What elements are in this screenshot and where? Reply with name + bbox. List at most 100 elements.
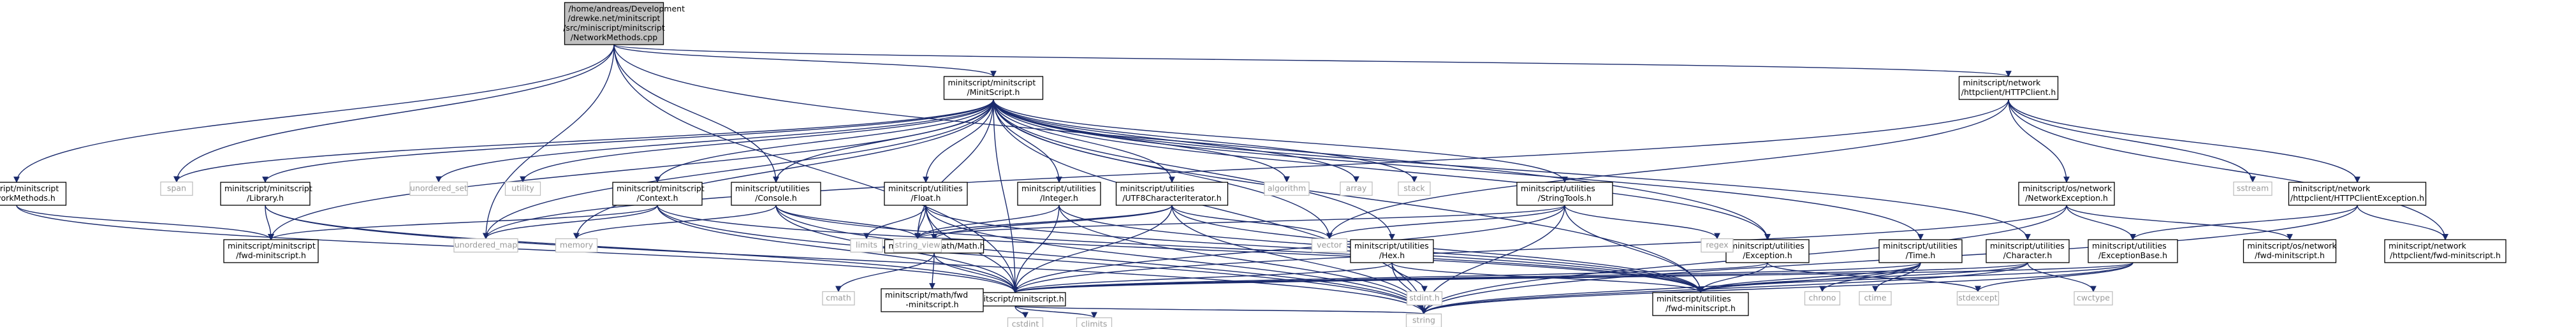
node-label-line: minitscript/utilities [1657,294,1731,303]
edge-math-h-to-cmath [835,252,935,293]
node-box [2288,182,2427,206]
node-label-line: /Exception.h [1743,251,1792,260]
edge-httpclient-h-to-networkexception-h [2008,99,2070,183]
node-label-line: minitscript/utilities [2092,241,2167,251]
edge-exceptionbase-h-to-minitscript-core-h [1012,262,2133,293]
node-span: span [160,181,193,196]
node-httpclient-h[interactable]: minitscript/network/httpclient/HTTPClien… [1958,76,2059,100]
node-label-line: minitscript/minitscript [228,241,316,251]
node-label-line: minitscript/minitscript [224,184,312,193]
edge-context-h-to-mm-fwd-h [268,205,658,240]
node-box [884,182,968,206]
edge-math-h-to-math-fwd-h [929,252,935,289]
node-root[interactable]: /home/andreas/Development/drewke.net/min… [563,2,685,45]
edge-hex-h-to-minitscript-core-h [1012,262,1393,293]
node-label-line: string_view [895,240,940,250]
node-box [1701,238,1734,253]
edge-root-to-console-h [613,44,779,183]
node-box [220,182,311,206]
node-label-line: minitscript/utilities [888,184,963,193]
node-httpclientexception-h[interactable]: minitscript/network/httpclient/HTTPClien… [2288,182,2427,206]
node-box [943,76,1044,100]
node-library-h[interactable]: minitscript/minitscript/Library.h [220,182,312,206]
edge-minitscript-h-to-library-h [262,99,994,183]
edge-console-h-to-string-view [775,205,921,240]
edge-httpclient-h-to-httpclientexception-h [2008,99,2360,183]
node-label-line: stdexcept [1958,293,1997,303]
edge-minitscript-core-h-to-climits [1014,305,1097,319]
node-label-line: /Hex.h [1379,251,1405,260]
node-hex-h[interactable]: minitscript/utilities/Hex.h [1350,239,1434,263]
edge-minitscript-h-to-utf8-h [993,99,1175,183]
edge-httpclient-h-to-sstream [2008,99,2256,183]
node-box [1405,313,1442,327]
edge-root-to-span [173,44,615,183]
edge-integer-h-to-string-view [914,205,1060,240]
edge-httpclient-h-to-unordered-map [483,99,2009,240]
node-label-line: minitscript/utilities [1021,184,1096,193]
node-box [1017,182,1101,206]
node-label-line: minitscript/utilities [1990,241,2065,251]
edge-stringtools-h-to-string-view [914,205,1565,240]
node-minitscript-h[interactable]: minitscript/minitscript/MinitScript.h [943,76,1044,100]
edge-root-to-minitscript-core-h [613,44,1018,293]
node-math-fwd-h[interactable]: minitscript/math/fwd-minitscript.h [881,288,984,312]
node-label-line: /UTF8CharacterIterator.h [1122,193,1221,203]
node-utf8-h[interactable]: minitscript/utilities/UTF8CharacterItera… [1115,182,1229,206]
edge-minitscript-h-to-context-h [654,99,994,183]
node-label-line: /Library.h [247,193,284,203]
node-context-h[interactable]: minitscript/minitscript/Context.h [612,182,705,206]
node-stringtools-h[interactable]: minitscript/utilities/StringTools.h [1516,182,1613,206]
node-box [453,238,518,253]
node-exception-h[interactable]: minitscript/utilities/Exception.h [1725,239,1810,263]
edge-stringtools-h-to-util-fwd-h [1564,205,1704,293]
node-label-line: /Time.h [1906,251,1936,260]
node-box [223,239,319,263]
node-float-h[interactable]: minitscript/utilities/Float.h [884,182,968,206]
node-label-line: minitscript/minitscript [0,184,59,193]
node-time-h[interactable]: minitscript/utilities/Time.h [1878,239,1963,263]
edge-root-to-httpclient-h [613,44,2012,77]
node-integer-h[interactable]: minitscript/utilities/Integer.h [1017,182,1101,206]
node-label-line: /MinitScript.h [967,87,1020,97]
node-box [1398,181,1431,196]
node-label-line: unordered_map [455,240,518,250]
edge-httpclient-h-to-vector [1326,99,2009,240]
node-networkmethods-h[interactable]: minitscript/minitscript/NetworkMethods.h [0,182,67,206]
node-climits: climits [1076,317,1113,327]
node-label-line: /fwd-minitscript.h [236,251,306,260]
node-box [850,238,883,253]
node-stdexcept: stdexcept [1956,291,2000,306]
node-chrono: chrono [1804,291,1841,306]
node-label-line: minitscript/network [2389,241,2467,251]
node-stack: stack [1398,181,1431,196]
node-exceptionbase-h[interactable]: minitscript/utilities/ExceptionBase.h [2088,239,2178,263]
node-mm-fwd-h[interactable]: minitscript/minitscript/fwd-minitscript.… [223,239,319,263]
edge-minitscript-h-to-console-h [773,99,994,183]
node-console-h[interactable]: minitscript/utilities/Console.h [731,182,821,206]
node-label-line: /NetworkException.h [2025,193,2108,203]
edge-exception-h-to-minitscript-core-h [1012,262,1768,293]
node-character-h[interactable]: minitscript/utilities/Character.h [1986,239,2070,263]
node-label-line: algorithm [1268,184,1306,193]
node-stdint: stdint.h [1406,291,1443,306]
node-label-line: /NetworkMethods.h [0,193,55,203]
edge-context-h-to-unordered-map [483,205,658,240]
node-os-fwd-h[interactable]: minitscript/os/network/fwd-minitscript.h [2243,239,2338,263]
node-networkexception-h[interactable]: minitscript/os/network/NetworkException.… [2018,182,2115,206]
node-label-line: /Character.h [2003,251,2053,260]
node-box [2233,181,2272,196]
node-util-fwd-h[interactable]: minitscript/utilities/fwd-minitscript.h [1652,292,1749,316]
edge-minitscript-h-to-time-h [993,99,1924,240]
node-box [2384,239,2506,263]
edge-minitscript-h-to-mm-fwd-h [268,99,994,240]
node-box [1804,291,1841,306]
node-label-line: climits [1081,319,1108,327]
edge-httpclientexception-h-to-httpclient-fwd-h [2357,205,2448,240]
node-box [555,238,598,253]
node-httpclient-fwd-h[interactable]: minitscript/network/httpclient/fwd-minit… [2384,239,2506,263]
node-label-line: limits [856,240,877,250]
edge-minitscript-h-to-string-view [914,99,994,240]
edge-minitscript-h-to-unordered-map [483,99,994,240]
edge-character-h-to-util-fwd-h [1697,262,2028,293]
